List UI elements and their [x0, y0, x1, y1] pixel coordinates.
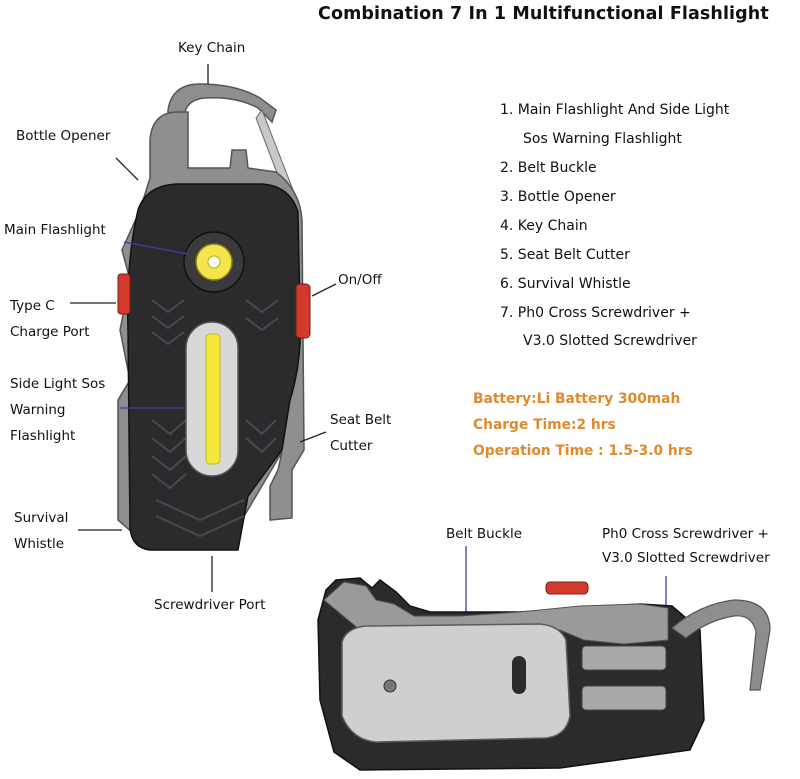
- label-ph0-line2: V3.0 Slotted Screwdriver: [602, 550, 770, 566]
- type-c-port-cover: [117, 273, 131, 315]
- clip-slot: [512, 656, 526, 694]
- label-side-light-line3: Flashlight: [10, 428, 76, 444]
- label-side-light-line1: Side Light Sos: [10, 376, 106, 392]
- spec-operation-time: Operation Time : 1.5-3.0 hrs: [473, 443, 693, 459]
- feature-item: Sos Warning Flashlight: [523, 131, 682, 147]
- feature-item: 2. Belt Buckle: [500, 160, 597, 176]
- on-off-button: [295, 283, 311, 339]
- label-type-c-line1: Type C: [10, 298, 55, 314]
- grip-ribs: [151, 299, 279, 538]
- feature-item: 5. Seat Belt Cutter: [500, 247, 630, 263]
- page-title: Combination 7 In 1 Multifunctional Flash…: [318, 4, 769, 24]
- clip-screw: [383, 679, 397, 693]
- back-carabiner: [671, 599, 771, 691]
- label-seat-belt-line1: Seat Belt: [330, 412, 392, 428]
- feature-item: 7. Ph0 Cross Screwdriver +: [500, 305, 691, 321]
- label-survival-line1: Survival: [14, 510, 69, 526]
- label-screwdriver-port: Screwdriver Port: [154, 597, 266, 613]
- spec-battery: Battery:Li Battery 300mah: [473, 391, 681, 407]
- belt-clip: [341, 623, 571, 743]
- label-belt-buckle: Belt Buckle: [446, 526, 523, 542]
- label-key-chain: Key Chain: [178, 40, 246, 56]
- label-bottle-opener: Bottle Opener: [16, 128, 111, 144]
- label-on-off: On/Off: [338, 272, 382, 288]
- label-survival-line2: Whistle: [14, 536, 65, 552]
- label-side-light-line2: Warning: [10, 402, 66, 418]
- feature-item: 3. Bottle Opener: [500, 189, 616, 205]
- feature-item: V3.0 Slotted Screwdriver: [523, 333, 697, 349]
- side-light-led-strip: [205, 333, 221, 465]
- feature-item: 4. Key Chain: [500, 218, 588, 234]
- feature-item: 6. Survival Whistle: [500, 276, 631, 292]
- feature-item: 1. Main Flashlight And Side Light: [500, 102, 730, 118]
- label-ph0-line1: Ph0 Cross Screwdriver +: [602, 526, 769, 542]
- label-seat-belt-line2: Cutter: [330, 438, 373, 454]
- label-type-c-line2: Charge Port: [10, 324, 90, 340]
- label-main-flashlight: Main Flashlight: [4, 222, 106, 238]
- screwdriver-bit-2: [581, 685, 667, 711]
- back-red-button: [545, 581, 589, 595]
- screwdriver-bit-1: [581, 645, 667, 671]
- spec-charge-time: Charge Time:2 hrs: [473, 417, 616, 433]
